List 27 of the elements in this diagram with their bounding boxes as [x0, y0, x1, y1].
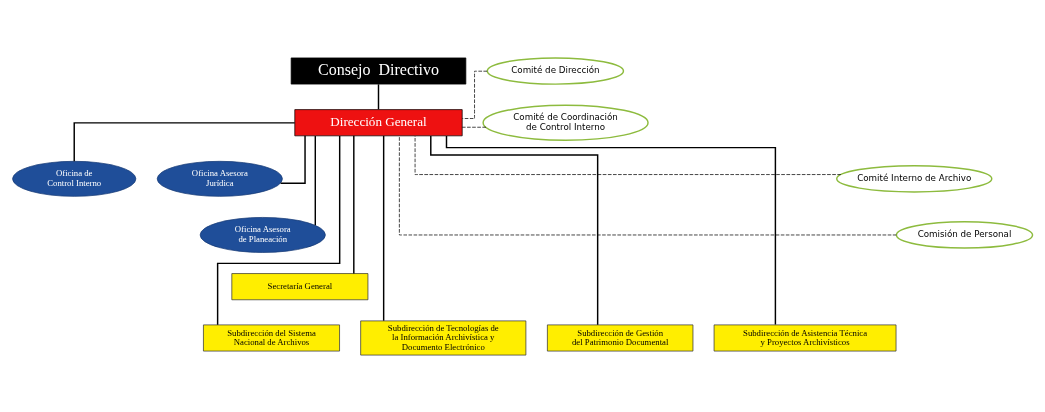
connector — [462, 70, 488, 119]
node-ellipse: Comisión de Personal — [895, 220, 1034, 249]
node-box: Subdirección de Asistencia Técnica y Proyectos Archivísticos — [713, 324, 897, 351]
connector — [314, 134, 317, 226]
connector — [353, 134, 355, 274]
node-ellipse: Oficina Asesora Jurídica — [156, 160, 283, 197]
node-ellipse: Oficina Asesora de Planeación — [199, 216, 326, 253]
connector — [399, 135, 897, 235]
node-box: Subdirección de Tecnologías de la Información Archivística y Documento Electrónico — [360, 320, 527, 355]
connector — [279, 134, 306, 184]
connector — [430, 134, 599, 326]
connector — [377, 83, 380, 110]
node-box: Subdirección del Sistema Nacional de Archivos — [203, 324, 340, 351]
node-box: Consejo Directivo — [290, 57, 467, 84]
connector — [461, 126, 487, 128]
node-ellipse: Oficina de Control Interno — [12, 160, 137, 197]
node-ellipse: Comité Interno de Archivo — [836, 164, 993, 193]
node-ellipse: Comité de Coordinación de Control Interno — [482, 103, 649, 141]
connector — [216, 134, 341, 325]
connector — [414, 135, 842, 175]
node-box: Subdirección de Gestión del Patrimonio Documental — [547, 324, 694, 351]
connector — [445, 134, 777, 325]
node-box: Dirección General — [294, 108, 463, 136]
connector — [73, 121, 296, 162]
node-ellipse: Comité de Dirección — [486, 56, 625, 85]
connector — [382, 134, 385, 321]
node-box: Secretaría General — [231, 272, 369, 300]
